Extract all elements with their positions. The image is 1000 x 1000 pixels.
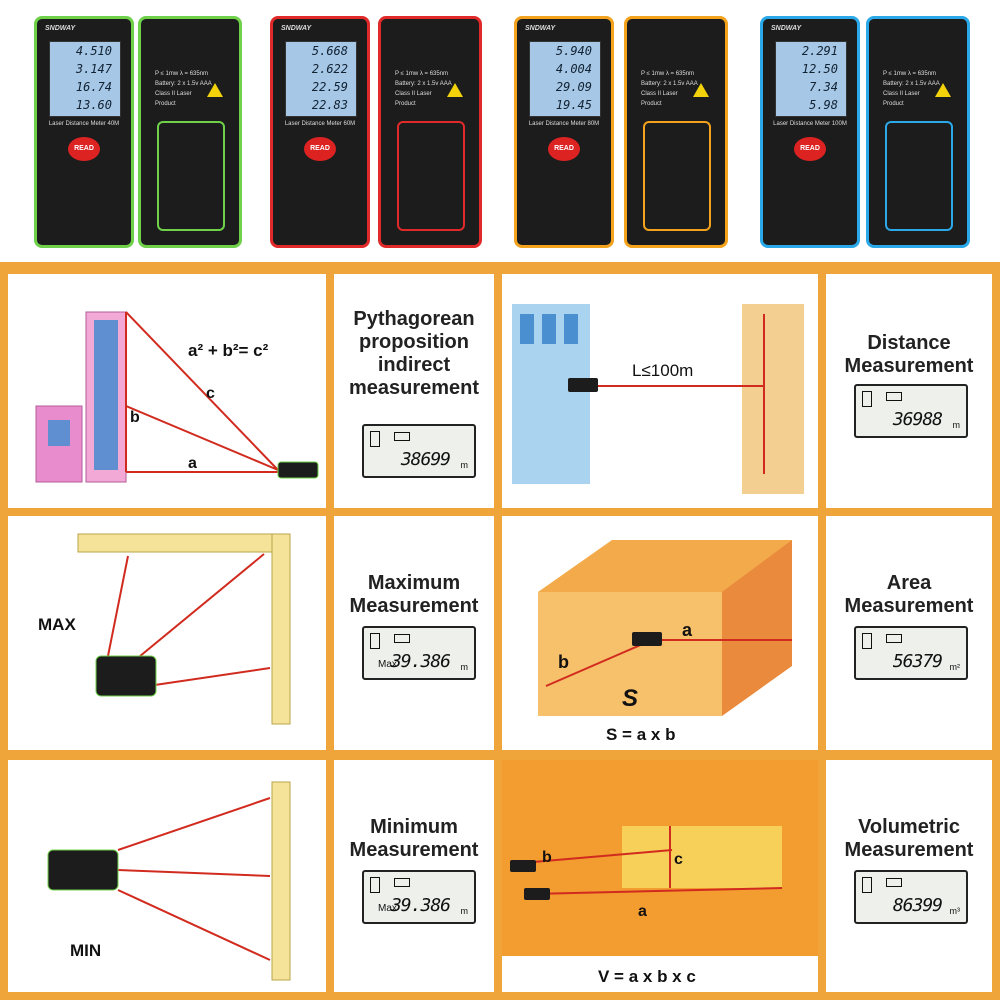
battery-door	[397, 121, 465, 231]
max-label: MAX	[38, 615, 76, 634]
laser-meter-icon	[95, 655, 157, 697]
battery-icon	[394, 878, 410, 887]
device-mode-icon	[862, 391, 872, 407]
label-c: c	[206, 385, 215, 402]
battery-door	[643, 121, 711, 231]
device-mode-icon	[370, 877, 380, 893]
device-mode-icon	[862, 633, 872, 649]
label-b: b	[558, 652, 569, 672]
label-b: b	[542, 849, 552, 866]
battery-icon	[886, 878, 902, 887]
distance-illustration: L≤100m	[502, 274, 818, 508]
battery-icon	[886, 392, 902, 401]
area-illustration: a b S S = a x b	[502, 516, 818, 750]
laser-warning-icon	[935, 83, 951, 97]
label-a: a	[188, 455, 197, 472]
laser-meter-icon	[47, 849, 119, 891]
laser-warning-icon	[207, 83, 223, 97]
laser-meter-icon	[277, 461, 319, 479]
min-label: MIN	[70, 941, 101, 960]
device-mode-icon	[370, 431, 380, 447]
area-diagram: a b S S = a x b	[538, 540, 792, 744]
formula-text: a² + b²= c²	[188, 341, 269, 360]
read-button: READ	[794, 137, 826, 161]
read-button: READ	[68, 137, 100, 161]
battery-door	[885, 121, 953, 231]
label-c: c	[674, 851, 683, 868]
laser-meter-icon	[524, 888, 550, 900]
maximum-diagram: MAX	[38, 533, 291, 725]
label-a: a	[682, 620, 693, 640]
laser-warning-icon	[693, 83, 709, 97]
minimum-illustration: MIN	[8, 760, 326, 992]
label-a: a	[638, 903, 647, 920]
label-s: S	[622, 685, 638, 712]
volume-diagram: b c a V = a x b x c	[502, 760, 818, 992]
read-button: READ	[304, 137, 336, 161]
pythagorean-diagram: a² + b²= c² c b a	[35, 311, 319, 483]
read-button: READ	[548, 137, 580, 161]
pythagorean-illustration: a² + b²= c² c b a	[8, 274, 326, 508]
battery-icon	[886, 634, 902, 643]
battery-door	[157, 121, 225, 231]
laser-meter-icon	[568, 378, 598, 392]
volume-formula: V = a x b x c	[598, 967, 696, 986]
device-mode-icon	[370, 633, 380, 649]
device-mode-icon	[862, 877, 872, 893]
volume-illustration: b c a V = a x b x c	[502, 760, 818, 992]
minimum-diagram: MIN	[47, 781, 291, 981]
laser-meter-icon	[632, 632, 662, 646]
distance-limit: L≤100m	[632, 361, 693, 380]
laser-warning-icon	[447, 83, 463, 97]
maximum-illustration: MAX	[8, 516, 326, 750]
area-formula: S = a x b	[606, 725, 675, 744]
battery-icon	[394, 634, 410, 643]
label-b: b	[130, 409, 140, 426]
distance-diagram: L≤100m	[512, 304, 804, 494]
battery-icon	[394, 432, 410, 441]
laser-meter-icon	[510, 860, 536, 872]
